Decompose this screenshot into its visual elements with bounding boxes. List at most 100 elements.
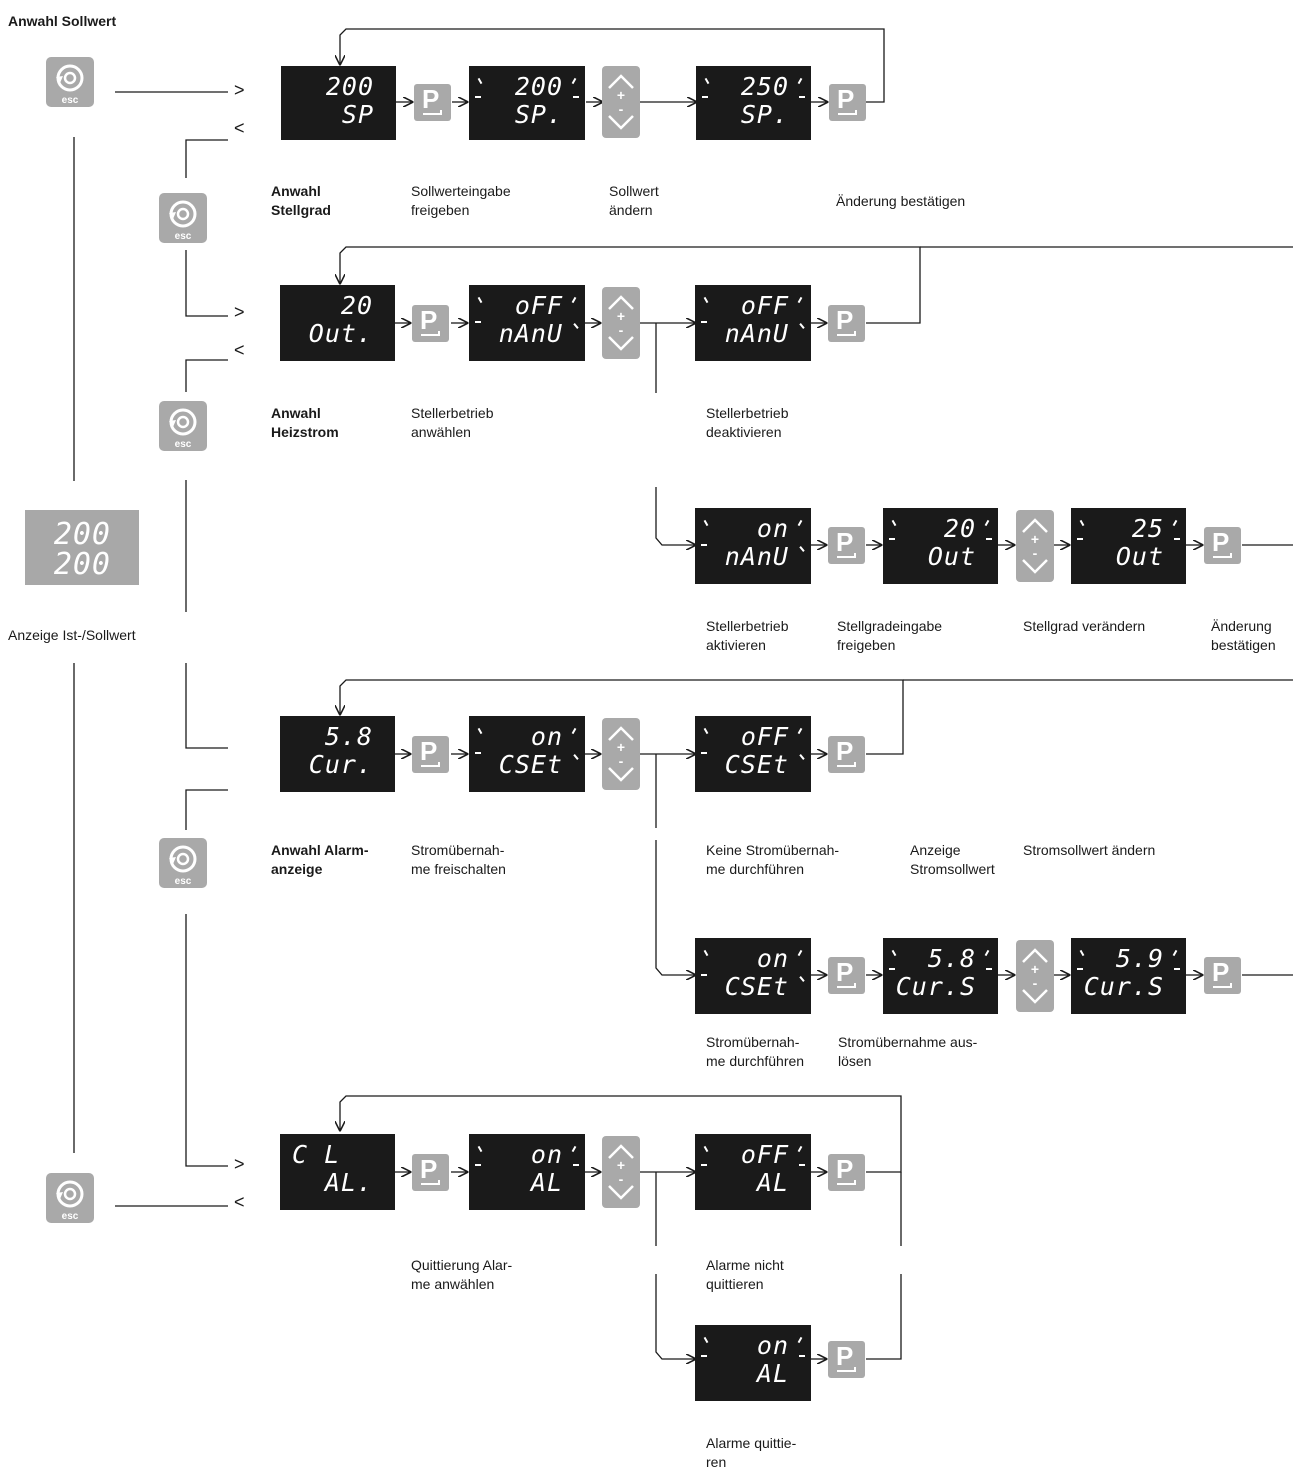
p-button[interactable]: P [828, 527, 865, 564]
p-label: P [422, 84, 440, 114]
p-button[interactable]: P [1204, 957, 1241, 994]
plus-icon: + [1031, 531, 1039, 547]
display-manual-on: on nAnU [695, 508, 811, 584]
display-current-setpoint-new: 5.9 Cur.S [1071, 938, 1186, 1014]
enter-icon [837, 762, 856, 767]
display-alarm-select: on AL [469, 1134, 585, 1210]
up-down-buttons[interactable]: +- [1016, 940, 1054, 1012]
blink-mark [797, 1145, 803, 1153]
p-button[interactable]: P [828, 1341, 865, 1378]
up-down-buttons[interactable]: +- [602, 718, 640, 790]
display-setpoint-new: 250 SP. [696, 66, 811, 140]
up-down-buttons[interactable]: +- [602, 1136, 640, 1208]
display-cset-off: oFF CSEt [695, 716, 811, 792]
p-label: P [1212, 957, 1230, 987]
display-line1: 20 [943, 514, 976, 543]
display-line2: Cur. [308, 750, 373, 779]
blink-mark [799, 1164, 805, 1166]
blink-mark [986, 968, 992, 970]
main-display-line1: 200 [53, 517, 111, 552]
blink-mark [703, 1145, 709, 1153]
forward-mark: > [234, 1154, 245, 1174]
up-down-buttons[interactable]: +- [1016, 510, 1054, 582]
enter-icon [837, 331, 856, 336]
enter-icon [837, 983, 856, 988]
display-line1: 200 [325, 72, 374, 101]
blink-mark [889, 968, 895, 970]
p-label: P [836, 957, 854, 987]
esc-button[interactable]: esc [159, 838, 207, 888]
plus-icon: + [617, 308, 625, 324]
blink-mark [984, 519, 990, 527]
label-stellerbetrieb-anwaehlen: Stellerbetrieb anwählen [411, 405, 494, 440]
p-label: P [420, 305, 438, 335]
plus-icon: + [617, 87, 625, 103]
blink-mark [701, 1355, 707, 1357]
minus-icon: - [619, 101, 624, 117]
blink-mark [475, 752, 481, 754]
display-setpoint-edit: 200 SP. [469, 66, 585, 140]
blink-mark [703, 296, 709, 304]
esc-label: esc [62, 1211, 79, 1222]
back-mark: < [234, 340, 245, 360]
p-button[interactable]: P [414, 84, 451, 121]
blink-mark [986, 538, 992, 540]
display-line2: Cur.S [895, 972, 976, 1001]
display-line1: oFF [740, 722, 789, 751]
blink-mark [701, 1164, 707, 1166]
display-current: 5.8 Cur. [280, 716, 395, 792]
blink-mark [702, 96, 708, 98]
blink-mark [477, 296, 483, 304]
blink-mark [703, 519, 709, 527]
esc-button[interactable]: esc [159, 193, 207, 243]
p-button[interactable]: P [828, 305, 865, 342]
up-down-buttons[interactable]: +- [602, 287, 640, 359]
minus-icon: - [1033, 975, 1038, 991]
display-line2: AL [756, 1168, 789, 1197]
display-line1: 5.8 [324, 722, 373, 751]
back-mark: < [234, 118, 245, 138]
p-button[interactable]: P [828, 1154, 865, 1191]
esc-label: esc [175, 876, 192, 887]
blink-mark [573, 1164, 579, 1166]
main-display-line2: 200 [53, 547, 111, 582]
display-line1: oFF [740, 1140, 789, 1169]
up-down-buttons[interactable]: +- [602, 66, 640, 138]
enter-icon [421, 1180, 440, 1185]
blink-mark [475, 321, 481, 323]
p-button[interactable]: P [828, 736, 865, 773]
display-line2: nAnU [724, 542, 789, 571]
p-label: P [837, 84, 855, 114]
blink-mark [703, 727, 709, 735]
blink-mark [701, 974, 707, 976]
display-line2: Out [1115, 542, 1164, 571]
p-button[interactable]: P [1204, 527, 1241, 564]
display-cset-select: on CSEt [469, 716, 585, 792]
p-button[interactable]: P [412, 1154, 449, 1191]
p-button[interactable]: P [412, 305, 449, 342]
back-mark: < [234, 1192, 245, 1212]
display-line2: Out. [308, 319, 373, 348]
p-button[interactable]: P [829, 84, 866, 121]
blink-mark [573, 754, 579, 760]
blink-mark [797, 296, 803, 304]
label-alarme-quittieren: Alarme quittie- ren [706, 1435, 797, 1468]
display-line1: 5.8 [927, 944, 976, 973]
display-line2: Cur.S [1083, 972, 1164, 1001]
p-button[interactable]: P [412, 736, 449, 773]
blink-mark [891, 949, 897, 957]
blink-mark [571, 1145, 577, 1153]
esc-button[interactable]: esc [46, 1173, 94, 1223]
p-label: P [836, 736, 854, 766]
display-alarm-on: on AL [695, 1325, 811, 1401]
display-line1: on [756, 1331, 789, 1360]
p-button[interactable]: P [828, 957, 865, 994]
display-clear-alarm: C L AL. [280, 1134, 395, 1210]
esc-button[interactable]: esc [159, 401, 207, 451]
blink-mark [1172, 949, 1178, 957]
blink-mark [701, 544, 707, 546]
label-sollwerteingabe: Sollwerteingabe freigeben [411, 183, 511, 218]
esc-button[interactable]: esc [46, 57, 94, 107]
blink-mark [477, 1145, 483, 1153]
